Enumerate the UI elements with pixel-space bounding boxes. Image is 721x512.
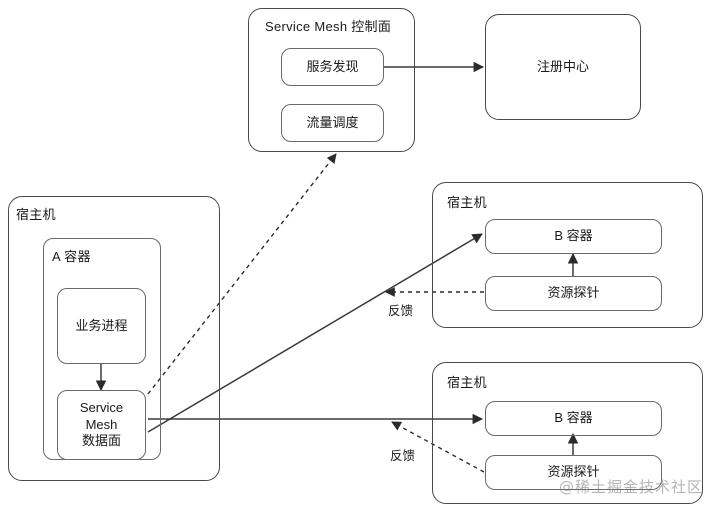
group-container-a-label: A 容器	[52, 249, 91, 264]
group-host-right-top	[432, 182, 703, 328]
group-host-left	[8, 196, 220, 481]
node-service-discovery[interactable]	[281, 48, 384, 86]
node-service-mesh-dataplane[interactable]	[57, 390, 146, 460]
node-resource-probe-bottom[interactable]	[485, 455, 662, 490]
node-b-container-top[interactable]	[485, 219, 662, 254]
node-traffic-scheduling[interactable]	[281, 104, 384, 142]
group-control-plane	[248, 8, 415, 152]
group-control-plane-label: Service Mesh 控制面	[265, 19, 392, 34]
group-host-left-label: 宿主机	[16, 207, 56, 222]
node-registry-center[interactable]	[485, 14, 641, 120]
node-business-process[interactable]	[57, 288, 146, 364]
group-host-right-bottom	[432, 362, 703, 504]
group-host-right-top-label: 宿主机	[447, 195, 487, 210]
edge-label-feedback-top: 反馈	[388, 304, 414, 318]
edge-label-feedback-bottom: 反馈	[390, 449, 416, 463]
node-resource-probe-top[interactable]	[485, 276, 662, 311]
group-host-right-bottom-label: 宿主机	[447, 375, 487, 390]
watermark: @稀土掘金技术社区	[559, 478, 704, 496]
node-b-container-bottom[interactable]	[485, 401, 662, 436]
